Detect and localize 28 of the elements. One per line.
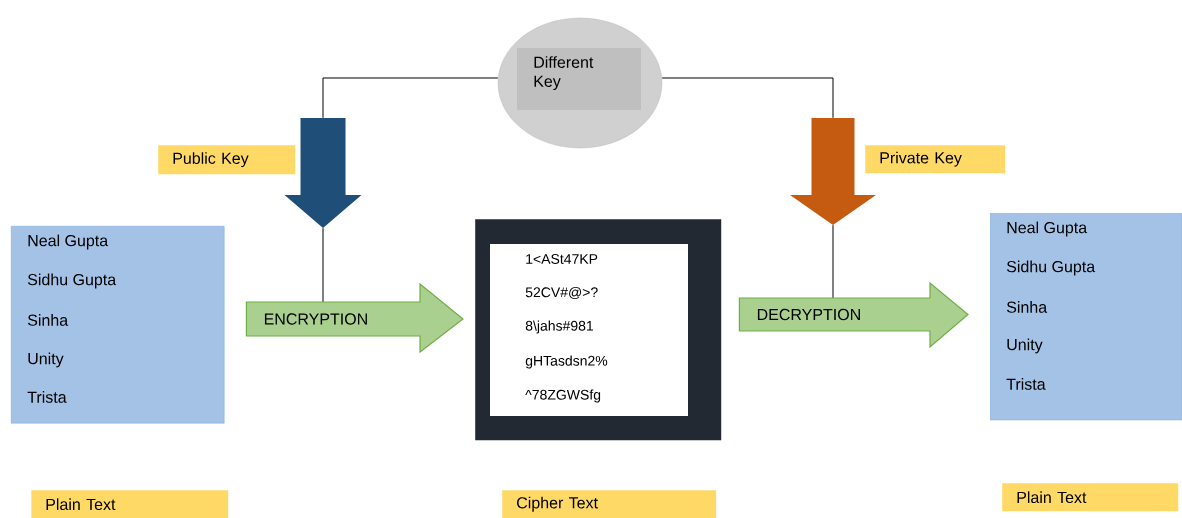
list-item: Sidhu Gupta <box>27 273 117 289</box>
list-item: Unity <box>1007 338 1043 354</box>
list-item: Neal Gupta <box>1007 221 1088 237</box>
list-item: Sinha <box>27 314 69 326</box>
cipher-line: 1<ASt47KP <box>526 254 598 264</box>
edge-label: ENCRYPTION <box>264 313 367 325</box>
cipher-line: ^78ZGWSfg <box>525 389 601 403</box>
list-item: Sinha <box>1006 301 1048 313</box>
connector-line <box>322 77 499 119</box>
cipher-line: gHTasdsn2% <box>525 355 608 369</box>
tag-label: Plain Text <box>1002 483 1179 512</box>
list-item: Trista <box>27 391 67 403</box>
list-item: Trista <box>1006 378 1046 390</box>
cipher-line: 8\jahs#981 <box>525 320 593 334</box>
down-arrow <box>790 118 876 225</box>
edge-label: DECRYPTION <box>757 308 860 321</box>
cipher-line: 52CV#@>? <box>525 286 598 300</box>
list-item: Sidhu Gupta <box>1006 260 1096 276</box>
connector-line <box>661 77 834 119</box>
connector-line <box>832 224 834 299</box>
tag-label: Plain Text <box>31 490 229 518</box>
list-item: Unity <box>28 352 64 368</box>
tag-label: Cipher Text <box>502 490 717 518</box>
tag-label: Private Key <box>865 145 1006 174</box>
tag-label: Public Key <box>158 145 296 175</box>
down-arrow <box>284 118 362 228</box>
list-item: Neal Gupta <box>28 234 109 250</box>
connector-line <box>322 227 324 303</box>
